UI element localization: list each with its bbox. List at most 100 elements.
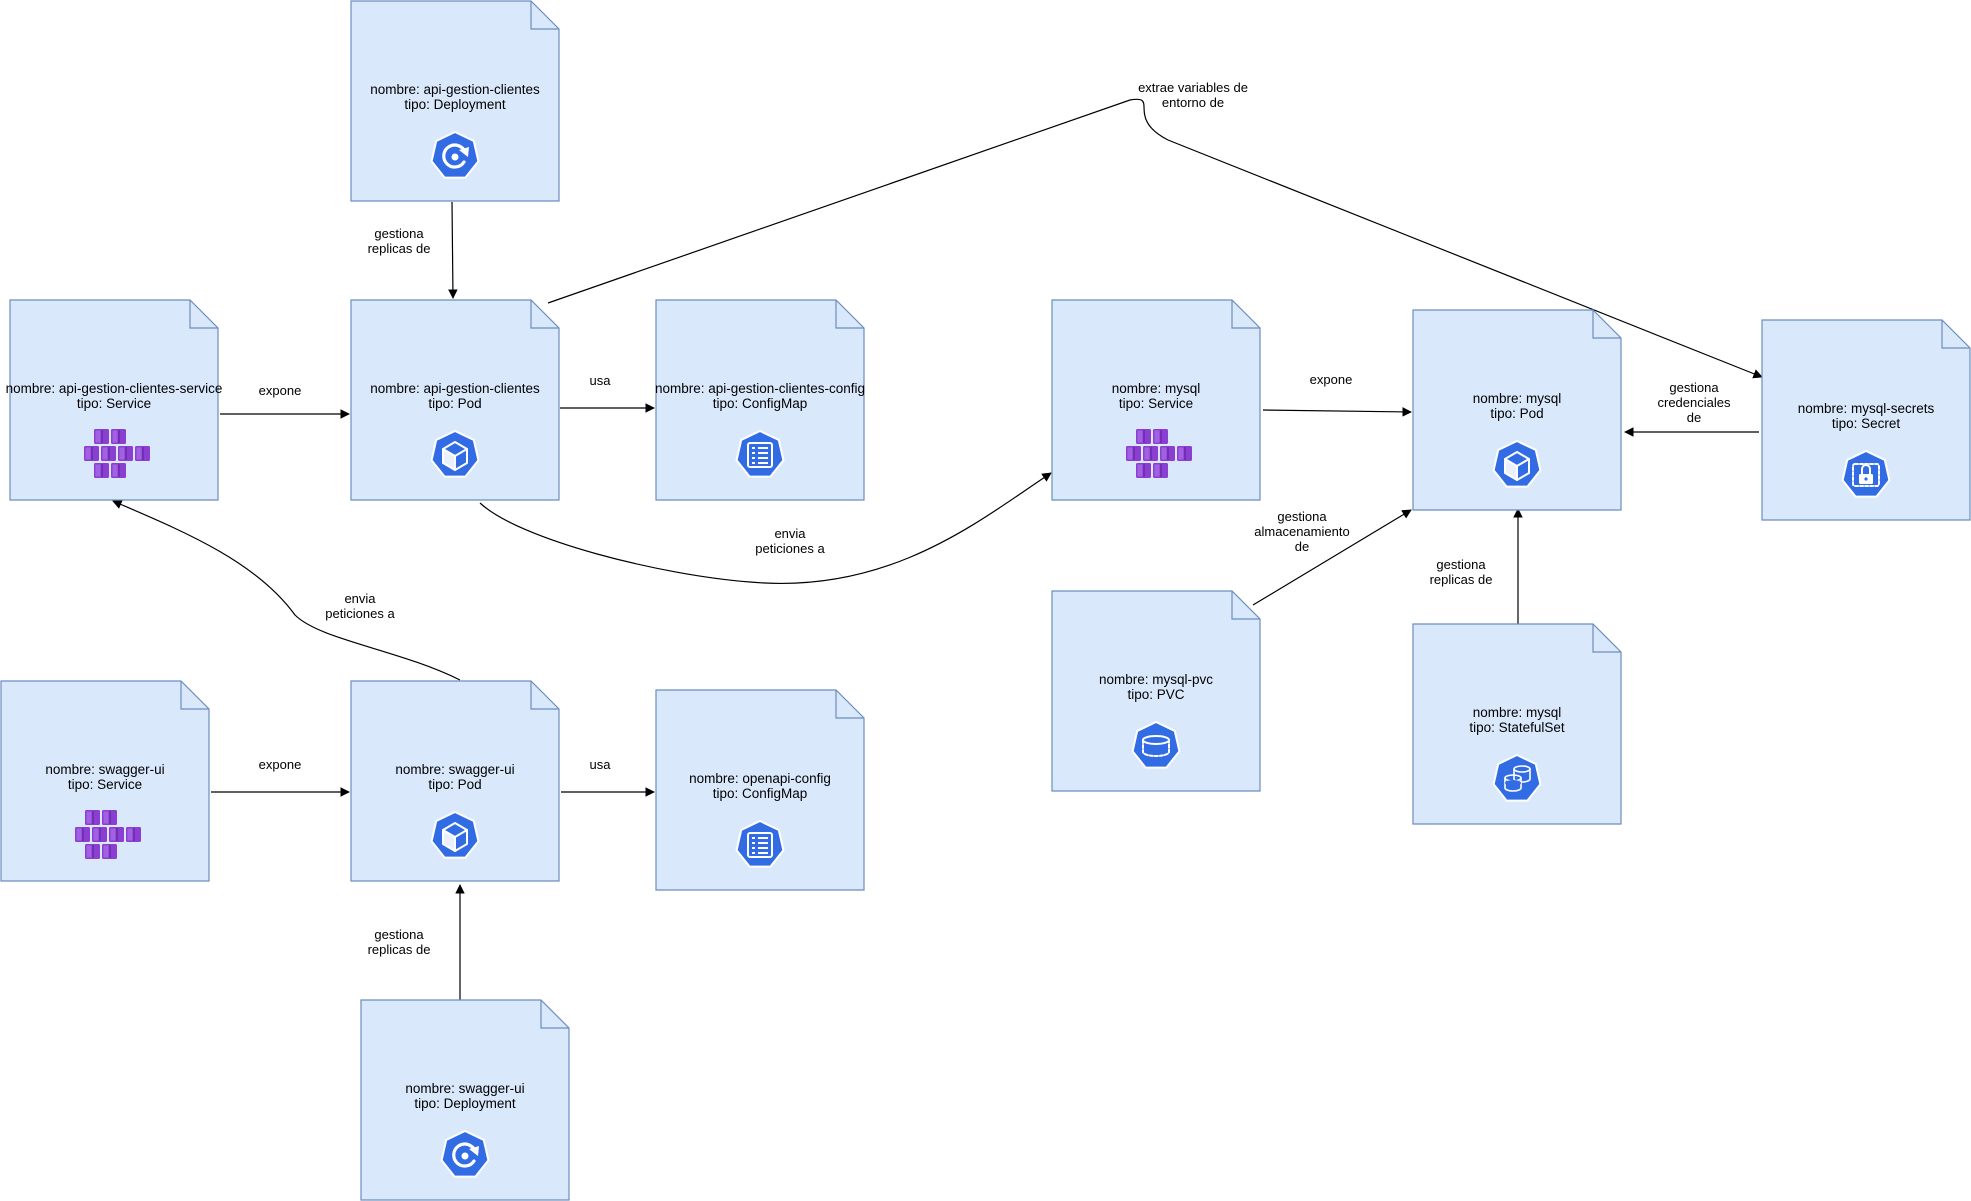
node-type: tipo: Service [1119, 396, 1193, 411]
service-icon [75, 810, 141, 859]
node-name: nombre: mysql [1473, 391, 1562, 406]
pod-icon [430, 810, 480, 859]
node-name: nombre: mysql [1112, 381, 1201, 396]
node-name: nombre: api-gestion-clientes-config [655, 381, 865, 396]
edge-pod-swagger-svc-api [112, 500, 461, 681]
node-name: nombre: swagger-ui [395, 762, 514, 777]
note-fold [1941, 320, 1970, 349]
node-type: tipo: Service [77, 396, 151, 411]
note-shape [1051, 590, 1261, 792]
node-name: nombre: mysql-secrets [1798, 401, 1935, 416]
node-name: nombre: swagger-ui [45, 762, 164, 777]
node-name: nombre: mysql [1473, 705, 1562, 720]
deployment-icon [430, 130, 480, 179]
edge-label: expone [259, 383, 302, 398]
node-cm-api[interactable]: nombre: api-gestion-clientes-configtipo:… [655, 299, 865, 501]
note-shape [1412, 623, 1622, 825]
node-name: nombre: api-gestion-clientes-service [6, 381, 223, 396]
pod-icon [430, 429, 480, 478]
service-icon [1126, 429, 1192, 478]
note-shape [1761, 319, 1971, 521]
note-shape [350, 680, 560, 882]
node-name: nombre: openapi-config [689, 771, 831, 786]
note-fold [530, 1, 559, 30]
pvc-icon [1131, 720, 1181, 769]
note-fold [835, 300, 864, 329]
node-type: tipo: Pod [1490, 406, 1543, 421]
node-type: tipo: Service [68, 777, 142, 792]
edge-label: usa [590, 373, 612, 388]
edge-label: expone [1310, 372, 1353, 387]
note-fold [835, 690, 864, 719]
edge-pod-api-svc-mysql [479, 472, 1052, 584]
note-fold [540, 1000, 569, 1029]
node-name: nombre: mysql-pvc [1099, 672, 1213, 687]
note-fold [180, 681, 209, 710]
node-type: tipo: Pod [428, 777, 481, 792]
configmap-icon [735, 819, 785, 868]
edges-layer [112, 98, 1763, 1001]
node-type: tipo: StatefulSet [1469, 720, 1565, 735]
edge-pvc-pod-mysql [1252, 509, 1412, 606]
node-name: nombre: api-gestion-clientes [370, 381, 540, 396]
note-fold [1592, 310, 1621, 339]
note-shape [0, 680, 210, 882]
node-name: nombre: api-gestion-clientes [370, 82, 540, 97]
note-shape [360, 999, 570, 1201]
note-shape [350, 0, 560, 202]
note-shape [350, 299, 560, 501]
note-shape [9, 299, 219, 501]
pod-icon [1492, 439, 1542, 488]
note-fold [1231, 300, 1260, 329]
note-shape [655, 299, 865, 501]
service-icon [84, 429, 150, 478]
note-fold [1231, 591, 1260, 620]
node-type: tipo: Deployment [404, 97, 506, 112]
node-type: tipo: Secret [1832, 416, 1901, 431]
note-shape [1412, 309, 1622, 511]
node-type: tipo: Pod [428, 396, 481, 411]
node-type: tipo: ConfigMap [713, 396, 808, 411]
secret-icon [1841, 449, 1891, 498]
note-fold [530, 300, 559, 329]
edge-deploy-api-pod [448, 201, 458, 299]
node-type: tipo: Deployment [414, 1096, 516, 1111]
statefulset-icon [1492, 753, 1542, 802]
node-type: tipo: ConfigMap [713, 786, 808, 801]
deployment-icon [440, 1129, 490, 1178]
node-svc-api[interactable]: nombre: api-gestion-clientes-servicetipo… [6, 299, 223, 501]
edge-label: expone [259, 757, 302, 772]
note-fold [530, 681, 559, 710]
note-shape [655, 689, 865, 891]
edge-pod-api-secret [547, 98, 1763, 379]
node-type: tipo: PVC [1127, 687, 1184, 702]
note-shape [1051, 299, 1261, 501]
edge-label: usa [590, 757, 612, 772]
configmap-icon [735, 429, 785, 478]
note-fold [1592, 624, 1621, 653]
node-name: nombre: swagger-ui [405, 1081, 524, 1096]
edge-svc-mysql-pod [1262, 407, 1412, 417]
note-fold [189, 300, 218, 329]
